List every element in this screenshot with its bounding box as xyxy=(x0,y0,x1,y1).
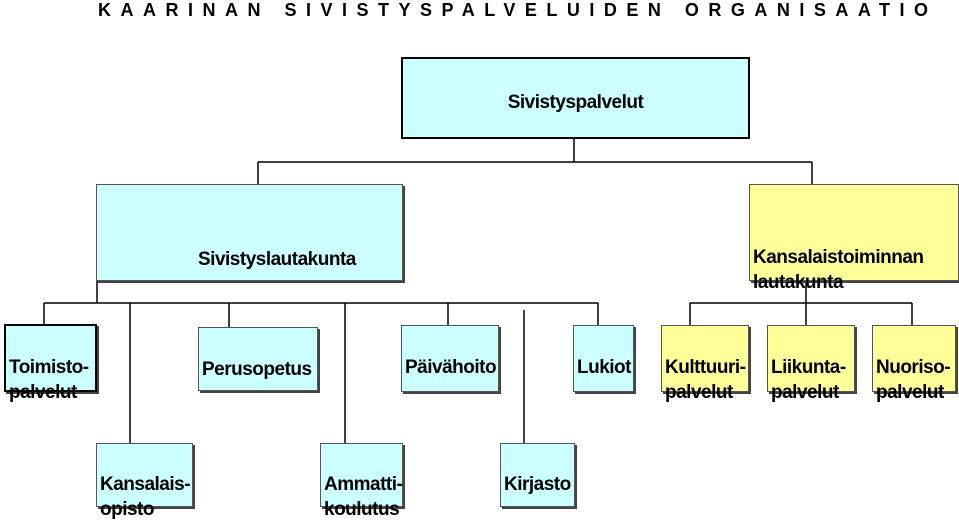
node-toimistopalvelut: Toimisto- palvelut xyxy=(4,324,97,403)
node-label: Kirjasto xyxy=(504,474,571,495)
node-label: Kulttuuri- palvelut xyxy=(665,357,746,403)
node-ammattikoulutus: Ammatti- koulutus xyxy=(320,443,403,520)
node-paivahoito: Päivähoito xyxy=(401,325,499,392)
node-kansalaisopisto: Kansalais- opisto xyxy=(96,443,193,520)
node-sivistyspalvelut: Sivistyspalvelut xyxy=(401,57,750,139)
node-label: Sivistyslautakunta xyxy=(198,249,356,270)
node-kirjasto: Kirjasto xyxy=(500,443,575,507)
node-label: Toimisto- palvelut xyxy=(9,357,89,403)
node-perusopetus: Perusopetus xyxy=(198,327,318,391)
node-sivistyslautakunta: Sivistyslautakunta xyxy=(96,184,403,281)
node-lukiot: Lukiot xyxy=(573,325,634,392)
node-label: Ammatti- koulutus xyxy=(324,474,403,520)
node-kulttuuripalvelut: Kulttuuri- palvelut xyxy=(661,325,749,403)
node-label: Kansalais- opisto xyxy=(100,474,191,520)
node-liikuntapalvelut: Liikunta- palvelut xyxy=(767,325,855,403)
node-label: Nuoriso- palvelut xyxy=(876,357,951,403)
node-label: Sivistyspalvelut xyxy=(507,92,644,113)
connector-lines xyxy=(43,138,913,443)
node-kansalaistoiminnan-lautakunta: Kansalaistoiminnan lautakunta xyxy=(749,184,959,293)
node-label: Lukiot xyxy=(577,357,632,378)
node-label: Perusopetus xyxy=(202,359,312,380)
diagram-title: KAARINAN SIVISTYSPALVELUIDEN ORGANISAATI… xyxy=(98,0,938,20)
node-label: Liikunta- palvelut xyxy=(771,357,846,403)
node-label: Kansalaistoiminnan lautakunta xyxy=(753,247,924,293)
node-nuorisopalvelut: Nuoriso- palvelut xyxy=(872,325,956,403)
node-label: Päivähoito xyxy=(405,357,497,378)
